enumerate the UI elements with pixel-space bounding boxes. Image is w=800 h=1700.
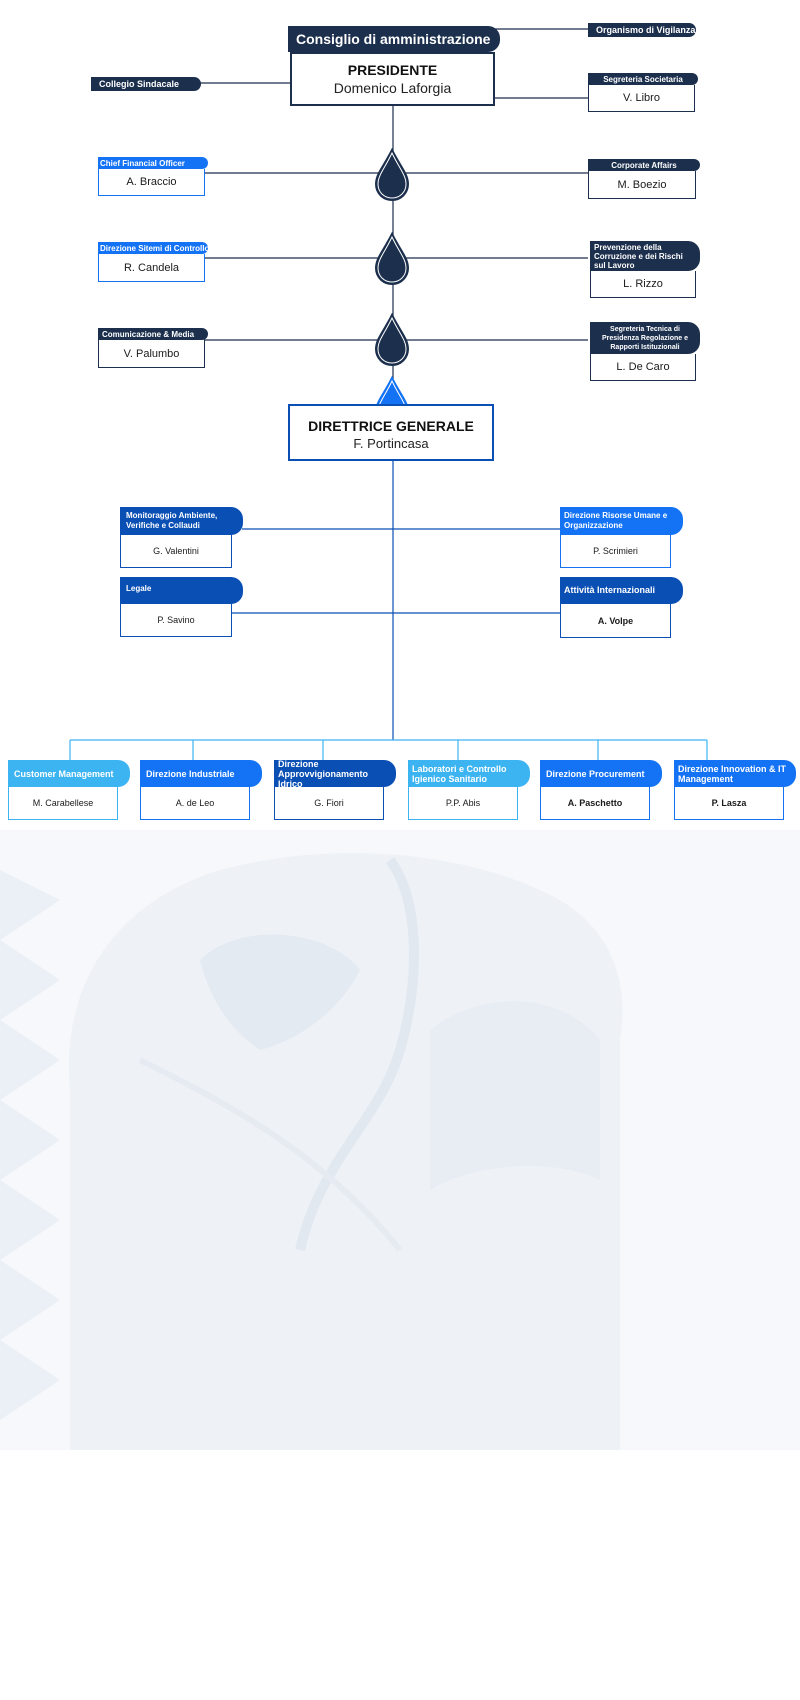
direzione-industriale-name: A. de Leo [140, 787, 250, 820]
direttrice-generale-box: DIRETTRICE GENERALE F. Portincasa [288, 404, 494, 461]
organismo-vigilanza-tag: Organismo di Vigilanza [588, 23, 696, 37]
dg-role: DIRETTRICE GENERALE [308, 418, 474, 434]
legale-tag: Legale [120, 577, 243, 604]
attivita-internazionali-tag: Attività Internazionali [560, 577, 683, 604]
drop-icon [374, 231, 410, 286]
dg-name: F. Portincasa [353, 436, 429, 451]
cfo-name: A. Braccio [98, 169, 205, 196]
comunicazione-media-tag: Comunicazione & Media [98, 328, 208, 340]
laboratori-controllo-tag: Laboratori e Controllo Igienico Sanitari… [408, 760, 530, 787]
direzione-procurement-name: A. Paschetto [540, 787, 650, 820]
collegio-sindacale-tag: Collegio Sindacale [91, 77, 201, 91]
monitoraggio-ambiente-tag: Monitoraggio Ambiente, Verifiche e Colla… [120, 507, 243, 535]
presidente-name: Domenico Laforgia [333, 80, 452, 96]
direzione-industriale-tag: Direzione Industriale [140, 760, 262, 787]
laboratori-controllo-name: P.P. Abis [408, 787, 518, 820]
risorse-umane-tag: Direzione Risorse Umane e Organizzazione [560, 507, 683, 535]
segreteria-societaria-name: V. Libro [588, 85, 695, 112]
sistemi-controllo-name: R. Candela [98, 254, 205, 282]
presidente-role: PRESIDENTE [347, 62, 438, 78]
drop-icon [374, 147, 410, 202]
customer-management-tag: Customer Management [8, 760, 130, 787]
segreteria-tecnica-tag: Segreteria Tecnica di Presidenza Regolaz… [590, 322, 700, 354]
innovation-it-tag: Direzione Innovation & IT Management [674, 760, 796, 787]
customer-management-name: M. Carabellese [8, 787, 118, 820]
attivita-internazionali-name: A. Volpe [560, 604, 671, 638]
corporate-affairs-tag: Corporate Affairs [588, 159, 700, 171]
legale-name: P. Savino [120, 604, 232, 637]
corporate-affairs-name: M. Boezio [588, 171, 696, 199]
presidente-box: PRESIDENTE Domenico Laforgia [290, 52, 495, 106]
comunicazione-media-name: V. Palumbo [98, 340, 205, 368]
board-tag: Consiglio di amministrazione [288, 26, 500, 52]
prevenzione-corruzione-name: L. Rizzo [590, 271, 696, 298]
segreteria-societaria-tag: Segreteria Societaria [588, 73, 698, 85]
sistemi-controllo-tag: Direzione Sitemi di Controllo [98, 242, 208, 254]
segreteria-tecnica-name: L. De Caro [590, 354, 696, 381]
cfo-tag: Chief Financial Officer [98, 157, 208, 169]
monitoraggio-ambiente-name: G. Valentini [120, 535, 232, 568]
prevenzione-corruzione-tag: Prevenzione della Corruzione e dei Risch… [590, 241, 700, 271]
risorse-umane-name: P. Scrimieri [560, 535, 671, 568]
drop-icon [374, 312, 410, 367]
approvvigionamento-idrico-name: G. Fiori [274, 787, 384, 820]
direzione-procurement-tag: Direzione Procurement [540, 760, 662, 787]
approvvigionamento-idrico-tag: Direzione Approvvigionamento Idrico [274, 760, 396, 787]
innovation-it-name: P. Lasza [674, 787, 784, 820]
